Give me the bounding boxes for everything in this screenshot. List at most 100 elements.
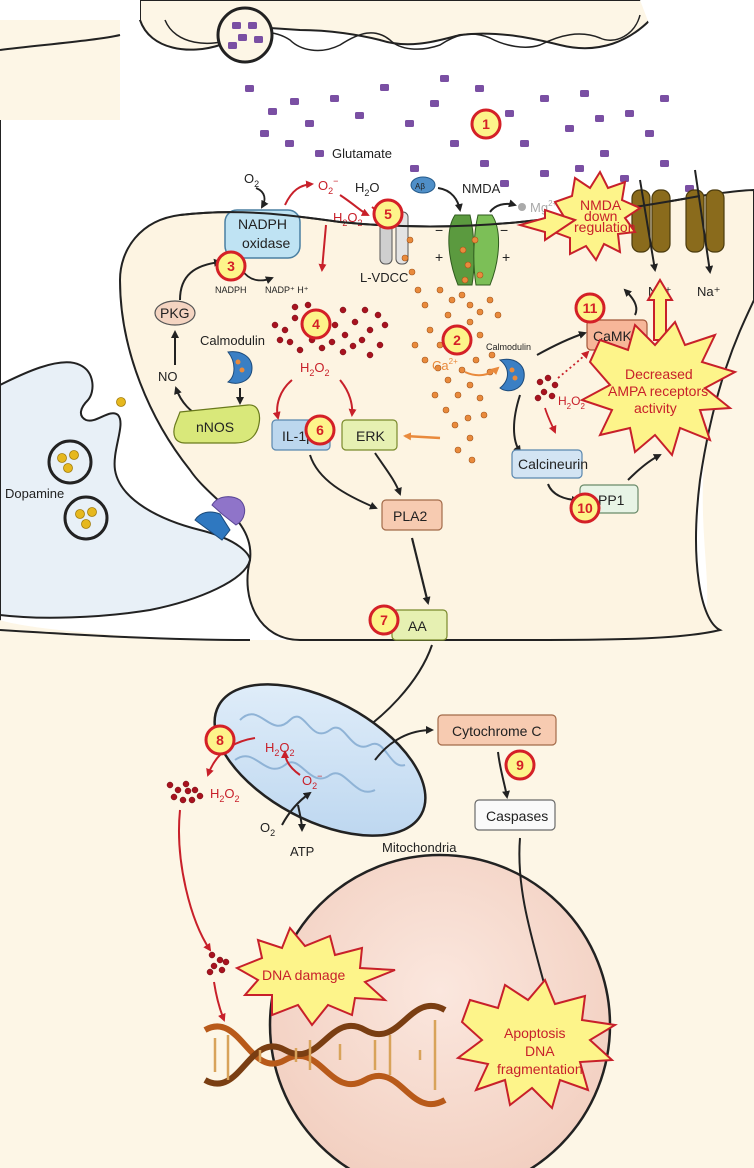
step-5-badge [372,198,404,230]
calcineurin-label: Calcineurin [518,456,588,472]
nadph-oxidase-label-1: NADPH [238,216,287,232]
abeta-label: Aβ [415,182,425,191]
cytochrome-label: Cytochrome C [452,723,541,739]
dna-helix [203,1002,447,1108]
nadph-label: NADPH [215,285,247,295]
step-7-label: 7 [380,612,388,628]
nmda-down-3: regulation [574,219,636,235]
h2o2-label-mito: H2O2 [265,740,295,758]
l-vdcc-label: L-VDCC [360,270,408,285]
nadph-oxidase-label-2: oxidase [242,235,290,251]
step-3-label: 3 [227,258,235,274]
step-1-label: 1 [482,116,490,132]
atp-label: ATP [290,844,314,859]
h2o2-cluster-nucleus [206,951,230,976]
nmda-downregulation-arrow [516,208,578,242]
pp1-label: PP1 [598,492,625,508]
receptor-partner-icon [211,496,246,526]
dopamine-molecules [57,397,126,529]
apoptosis-3: fragmentation [497,1061,583,1077]
calcium-label: Ca2+ [432,357,458,373]
abeta-molecule [410,176,436,194]
nmda-down-1: NMDA [580,197,622,213]
step-11-label: 11 [583,300,598,316]
step-7-badge [368,604,400,636]
step-6-label: 6 [316,422,324,438]
step-5-label: 5 [384,206,392,222]
nadp-label: NADP⁺ H⁺ [265,285,309,295]
apoptosis-burst [455,978,618,1110]
step-2-label: 2 [453,332,461,348]
h2o2-cluster-right [534,374,559,402]
step-2-badge [441,324,473,356]
step-9-badge [504,749,536,781]
mitochondria-label: Mitochondria [382,840,457,855]
nnos-box [173,404,261,444]
dna-damage-burst [234,926,396,1027]
step-4-badge [300,308,332,340]
o2-label-mito: O2 [260,820,275,838]
dna-damage-label: DNA damage [262,967,345,983]
calmodulin-right-icon [498,358,525,392]
na-label-2: Na⁺ [697,284,720,299]
minus-sign-2: − [500,222,508,238]
caspases-label: Caspases [486,808,548,824]
superoxide-label-mito: O2− [302,771,322,791]
pla2-label: PLA2 [393,508,427,524]
ampa-up-arrow [646,278,674,341]
minus-sign-1: − [435,222,443,238]
calmodulin-label-left: Calmodulin [200,333,265,348]
dopamine-vesicle-2 [63,495,109,541]
step-10-label: 10 [577,500,593,516]
step-1-badge [470,108,502,140]
h2o2-cluster-4 [271,301,389,359]
mg-ion [518,203,526,211]
h2o2-label-4: H2O2 [300,360,330,378]
glutamate-label: Glutamate [332,146,392,161]
apoptosis-1: Apoptosis [504,1025,565,1041]
aa-label: AA [408,618,427,634]
apoptosis-2: DNA [525,1043,555,1059]
calmodulin-left-icon [226,351,253,384]
superoxide-label: O2− [318,176,338,196]
pla2-box [381,499,443,531]
dopamine-label: Dopamine [5,486,64,501]
cytoplasm-left-top [0,20,120,120]
ampa-1: Decreased [625,366,693,382]
vesicle-glutamate [228,22,263,49]
calcineurin-box [511,449,583,479]
nmda-down-2: down [584,208,617,224]
step-3-badge [215,250,247,282]
h2o2-label-8: H2O2 [210,786,240,804]
step-9-label: 9 [516,757,524,773]
step-11-badge [574,292,606,324]
nmda-downregulation-burst [552,169,643,262]
decreased-ampa-burst [579,320,738,458]
glutamate-molecules [245,75,694,202]
no-label: NO [158,369,178,384]
postsynaptic-soma [0,120,754,1168]
dopamine-vesicle-1 [47,439,93,485]
dopamine-terminal [0,361,252,619]
caspases-box [474,799,556,831]
ampa-2: AMPA receptors [608,383,708,399]
mg-label: Mg2+ [530,199,558,215]
pkg-label: PKG [160,305,190,321]
plus-sign-2: + [502,249,510,265]
nadph-oxidase-box [224,209,301,259]
cytochrome-box [437,714,557,746]
erk-box [341,419,398,451]
d1-receptor-icon [194,511,231,541]
step-6-badge [304,414,336,446]
step-8-badge [204,724,236,756]
plus-sign-1: + [435,249,443,265]
step-4-label: 4 [312,316,320,332]
ampa-3: activity [634,400,677,416]
h2o2-label-right: H2O2 [558,394,585,411]
erk-label: ERK [356,428,385,444]
o2-label: O2 [244,171,259,189]
calmodulin-label-right: Calmodulin [486,342,531,352]
